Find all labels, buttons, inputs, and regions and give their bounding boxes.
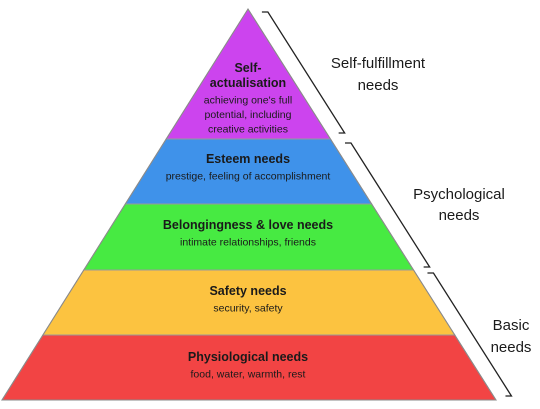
group-label-basic: Basic [493, 317, 530, 334]
tier-title: Physiological needs [188, 350, 308, 364]
group-label-psychological: needs [439, 207, 480, 224]
tier-description: potential, including [205, 109, 292, 121]
group-labels: Self-fulfillmentneedsPsychologicalneedsB… [331, 55, 532, 356]
tier-title: Belongingness & love needs [163, 218, 333, 232]
tier-title: actualisation [210, 76, 286, 90]
tier-title: Self- [234, 61, 261, 75]
pyramid-border [1, 8, 497, 401]
tier-description: prestige, feeling of accomplishment [166, 170, 331, 182]
tier-esteem: Esteem needs prestige, feeling of accompl… [124, 138, 373, 205]
tier-description: creative activities [208, 123, 288, 135]
tier-description: security, safety [213, 302, 283, 314]
tier-title: Safety needs [209, 284, 286, 298]
bracket-psychological [344, 142, 431, 268]
tier-safety: Safety needs security, safety [41, 269, 456, 336]
tier-physiological: Physiological needs food, water, warmth, … [1, 334, 497, 401]
bracket-self-fulfillment [261, 11, 346, 134]
bracket-basic [427, 272, 513, 397]
tier-description: achieving one's full [204, 94, 292, 106]
group-label-self-fulfillment: Self-fulfillment [331, 55, 426, 72]
tier-belongingness: Belongingness & love needs intimate relat… [82, 203, 415, 271]
tier-title: Esteem needs [206, 152, 290, 166]
group-label-self-fulfillment: needs [358, 77, 399, 94]
group-label-psychological: Psychological [413, 186, 505, 203]
tier-description: intimate relationships, friends [180, 236, 316, 248]
tier-self-actualisation: Self-actualisation achieving one's full po… [165, 8, 332, 140]
tier-description: food, water, warmth, rest [191, 368, 306, 380]
pyramid-outline [1, 8, 497, 401]
group-label-basic: needs [491, 339, 532, 356]
group-brackets [261, 11, 513, 397]
